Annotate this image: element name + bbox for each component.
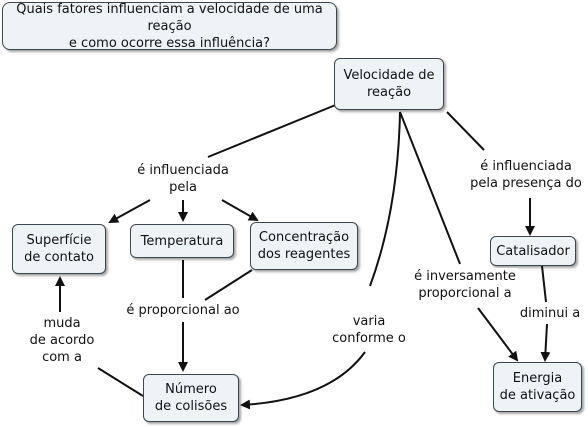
link-label-inversamente: é inversamente proporcional a	[412, 268, 518, 302]
line-catalisador-to-diminui	[541, 265, 547, 303]
line-velocidade-to-influenciada	[207, 103, 339, 158]
node-energia-de-ativacao[interactable]: Energia de ativação	[493, 362, 582, 412]
node-superficie-de-contato[interactable]: Superfície de contato	[12, 224, 106, 274]
line-colisoes-to-muda	[97, 367, 144, 397]
node-velocidade-de-reacao[interactable]: Velocidade de reação	[334, 58, 444, 110]
node-temperatura[interactable]: Temperatura	[130, 224, 234, 258]
arrow-diminui-to-energia	[540, 323, 551, 362]
node-catalisador[interactable]: Catalisador	[490, 236, 576, 266]
link-label-diminui: diminui a	[516, 305, 584, 322]
link-label-influenciada-presenca: é influenciada pela presença do	[466, 158, 586, 192]
line-velocidade-to-inversamente	[399, 111, 461, 265]
line-concentracao-to-proporcional	[204, 269, 253, 301]
question-box: Quais fatores influenciam a velocidade d…	[2, 2, 337, 51]
link-label-proporcional: é proporcional ao	[120, 302, 246, 319]
link-label-muda: muda de acordo com a	[22, 315, 102, 366]
node-numero-de-colisoes[interactable]: Número de colisões	[143, 374, 239, 422]
node-concentracao-dos-reagentes[interactable]: Concentração dos reagentes	[250, 222, 358, 270]
line-velocidade-to-varia	[369, 111, 401, 287]
line-velocidade-to-presenca	[446, 111, 485, 151]
link-label-influenciada: é influenciada pela	[128, 162, 238, 196]
arrow-to-concentracao	[221, 199, 259, 221]
arrow-to-superficie	[108, 199, 151, 223]
link-label-varia: varia conforme o	[324, 313, 414, 347]
arrow-varia-to-colisoes	[240, 351, 366, 410]
arrow-inversamente-to-energia	[477, 307, 519, 362]
